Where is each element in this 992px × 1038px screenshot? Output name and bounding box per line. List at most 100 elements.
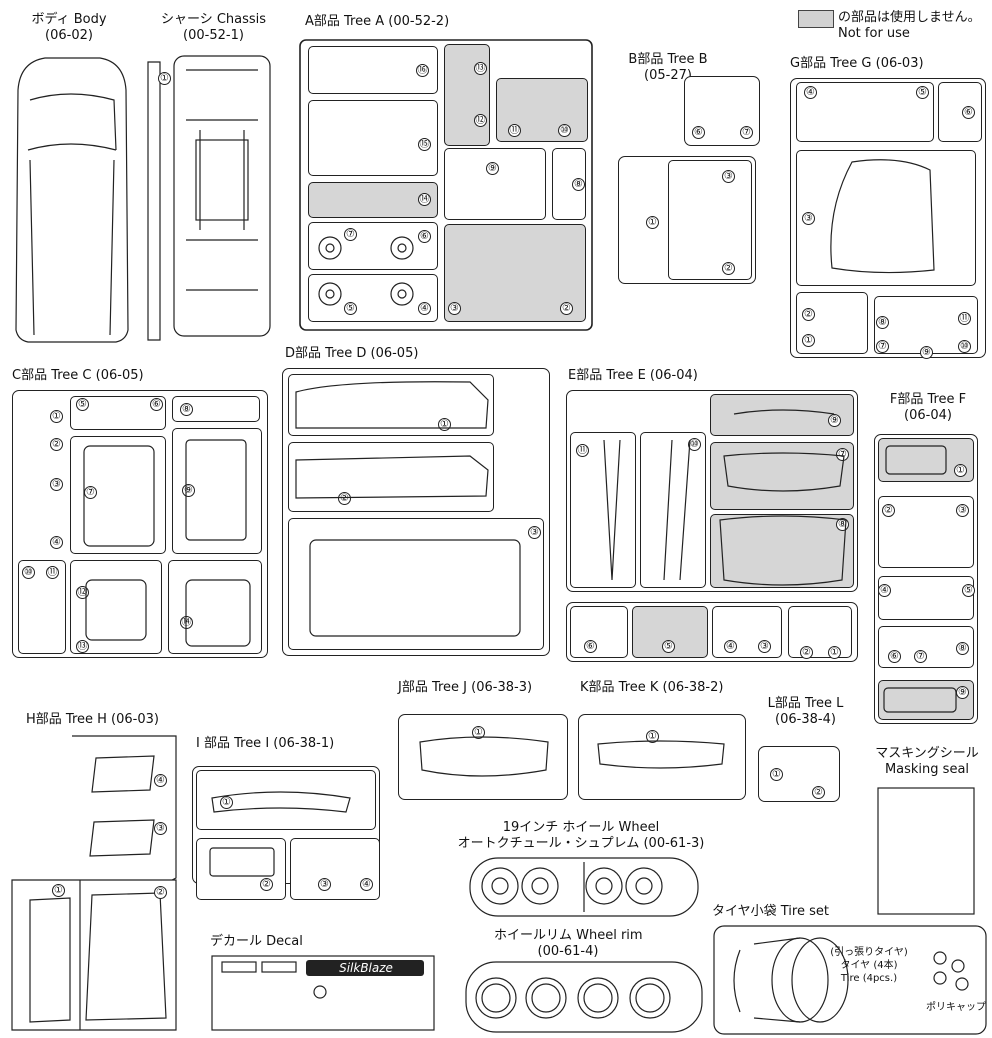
tire-line1: (引っ張りタイヤ) — [830, 947, 908, 958]
tree-i-title: I 部品 Tree I (06-38-1) — [196, 736, 335, 751]
tree-e-part-6 — [570, 606, 628, 658]
tree-d-part-1 — [288, 374, 494, 436]
side-skirts — [603, 439, 691, 581]
tree-i-number-1: ① — [220, 796, 233, 809]
wheel-sub: オートクチュール・シュプレム (00-61-3) — [457, 836, 705, 851]
rim-3 — [577, 977, 619, 1019]
tree-f-number-7: ⑦ — [914, 650, 927, 663]
tree-g-number-3: ③ — [802, 212, 815, 225]
tree-b-title: B部品 Tree B — [628, 52, 708, 67]
tree-e-part-8 — [710, 514, 854, 588]
decal-title: デカール Decal — [210, 934, 303, 949]
tree-f-code: (06-04) — [904, 408, 952, 423]
part-number-12: ⑫ — [474, 114, 487, 127]
tree-b-number-2: ② — [722, 262, 735, 275]
front-bumper-j — [419, 736, 549, 777]
decal-brand: SilkBlaze — [339, 961, 393, 975]
tree-a-title: A部品 Tree A (00-52-2) — [305, 14, 450, 29]
tree-d-title: D部品 Tree D (06-05) — [285, 346, 419, 361]
wheel-frame — [469, 857, 699, 917]
rim-inner-2 — [531, 983, 561, 1013]
tree-f-number-1: ① — [954, 464, 967, 477]
wheel-hub-2 — [531, 877, 549, 895]
interior-floor — [309, 539, 521, 637]
part-number-8: ⑧ — [572, 178, 585, 191]
grille — [885, 445, 947, 475]
tree-c-number-9: ⑨ — [182, 484, 195, 497]
part-number-16: ⑯ — [416, 64, 429, 77]
tire-text: (引っ張りタイヤ) タイヤ (4本) Tire (4pcs.) — [824, 946, 914, 985]
tree-c-part-8 — [172, 396, 260, 422]
brake-disc-hub-2 — [397, 243, 407, 253]
tree-c-number-11: ⑪ — [46, 566, 59, 579]
tree-c-number-1: ① — [50, 410, 63, 423]
tree-e-number-7: ⑦ — [836, 448, 849, 461]
tree-d-number-3: ③ — [528, 526, 541, 539]
rim-code: (00-61-4) — [537, 944, 599, 959]
rim-label: ホイールリム Wheel rim (00-61-4) — [494, 928, 643, 960]
tree-c-number-6: ⑥ — [150, 398, 163, 411]
part-number-11: ⑪ — [508, 124, 521, 137]
tree-k-number-1: ① — [646, 730, 659, 743]
wheel-label: 19インチ ホイール Wheel オートクチュール・シュプレム (00-61-3… — [446, 820, 716, 852]
tree-g-number-5: ⑤ — [916, 86, 929, 99]
tree-g-number-6: ⑥ — [962, 106, 975, 119]
tree-f-number-8: ⑧ — [956, 642, 969, 655]
tree-a-part-15 — [308, 100, 438, 176]
part-number-5: ⑤ — [344, 302, 357, 315]
brake-disc-1 — [318, 236, 342, 260]
tree-e-parts-1-2 — [788, 606, 852, 658]
chassis-title: シャーシ Chassis — [160, 12, 267, 27]
tree-g-number-4: ④ — [804, 86, 817, 99]
part-number-7: ⑦ — [344, 228, 357, 241]
wheel-hub-1 — [491, 877, 509, 895]
tree-f-number-6: ⑥ — [888, 650, 901, 663]
rim-2 — [525, 977, 567, 1019]
tree-c-number-3: ③ — [50, 478, 63, 491]
tree-f-number-4: ④ — [878, 584, 891, 597]
tree-c-part-14 — [168, 560, 262, 654]
tree-e-parts-3-4 — [712, 606, 782, 658]
tree-g-number-8: ⑧ — [876, 316, 889, 329]
tree-b-code: (05-27) — [644, 68, 692, 83]
brake-disc-4 — [390, 282, 414, 306]
tree-d-number-2: ② — [338, 492, 351, 505]
rear-bumper-e — [723, 452, 845, 492]
tree-c-number-4: ④ — [50, 536, 63, 549]
rear-spoiler-i — [211, 791, 351, 813]
sunroof-visor — [209, 847, 275, 877]
wheel-4 — [625, 867, 663, 905]
body-side-left — [295, 381, 489, 429]
tree-b-parts-2-3 — [668, 160, 752, 280]
tree-c-number-7: ⑦ — [84, 486, 97, 499]
tree-i-number-3: ③ — [318, 878, 331, 891]
chassis-label: シャーシ Chassis (00-52-1) — [156, 12, 271, 44]
wheel-hub-3 — [595, 877, 613, 895]
masking-label: マスキングシール Masking seal — [868, 746, 986, 778]
tree-l-number-1: ① — [770, 768, 783, 781]
part-number-6: ⑥ — [418, 230, 431, 243]
tree-g-number-1: ① — [802, 334, 815, 347]
rim-inner-4 — [635, 983, 665, 1013]
legend-label: の部品は使用しません。 Not for use — [838, 10, 981, 42]
tree-f-title: F部品 Tree F — [889, 392, 967, 407]
body-side-right — [295, 455, 489, 499]
tree-b-label: B部品 Tree B (05-27) — [618, 52, 718, 84]
tire-frame — [713, 925, 987, 1035]
wheel-2 — [521, 867, 559, 905]
front-bumper-e — [719, 515, 847, 586]
tree-c-number-13: ⑬ — [76, 640, 89, 653]
tree-a-parts-12-13 — [444, 44, 490, 146]
part-number-15: ⑮ — [418, 138, 431, 151]
tree-e-part-11 — [570, 432, 636, 588]
tree-g-number-11: ⑪ — [958, 312, 971, 325]
tree-f-number-3: ③ — [956, 504, 969, 517]
tree-h-drawing — [11, 735, 177, 1031]
rim-1 — [475, 977, 517, 1019]
tree-h-number-4: ④ — [154, 774, 167, 787]
brake-disc-hub-1 — [325, 243, 335, 253]
tree-a-parts-6-7 — [308, 222, 438, 270]
tree-b-number-1: ① — [646, 216, 659, 229]
chassis-drawing — [147, 55, 271, 341]
